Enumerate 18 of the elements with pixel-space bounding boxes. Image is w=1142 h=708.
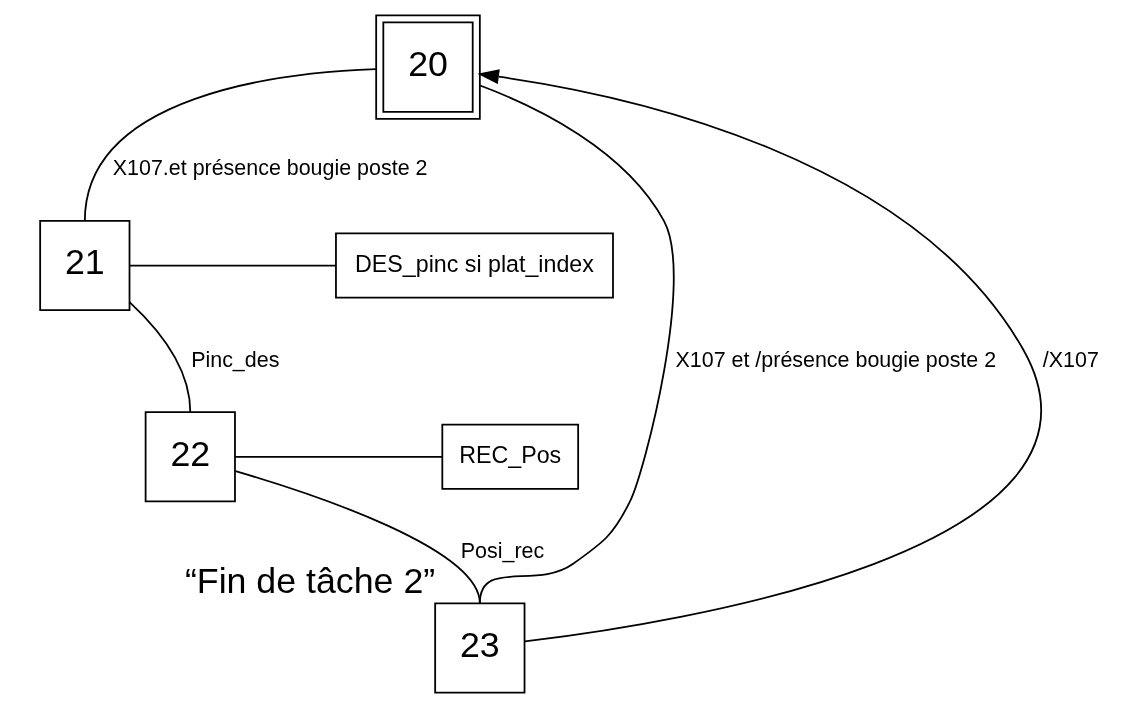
node-box: 23: [434, 602, 526, 694]
node-box: 21: [39, 219, 131, 312]
edge-label: Posi_rec: [460, 538, 545, 563]
edge-label: Pinc_des: [191, 347, 280, 372]
connector: [128, 301, 192, 413]
arrow: [477, 69, 1042, 643]
node-box: 20: [375, 14, 481, 120]
connector: [234, 455, 443, 458]
node-box: REC_Pos: [441, 423, 580, 490]
edge-label: /X107: [1042, 347, 1099, 372]
edge-label: X107.et présence bougie poste 2: [112, 156, 428, 181]
edge-label: X107 et /présence bougie poste 2: [675, 347, 997, 372]
node-box: 22: [144, 411, 236, 503]
node-box: DES_pinc si plat_index: [335, 232, 614, 299]
connector: [234, 470, 481, 605]
connector: [83, 68, 377, 222]
connector: [128, 264, 337, 267]
node-label: “Fin de tâche 2”: [184, 560, 436, 601]
